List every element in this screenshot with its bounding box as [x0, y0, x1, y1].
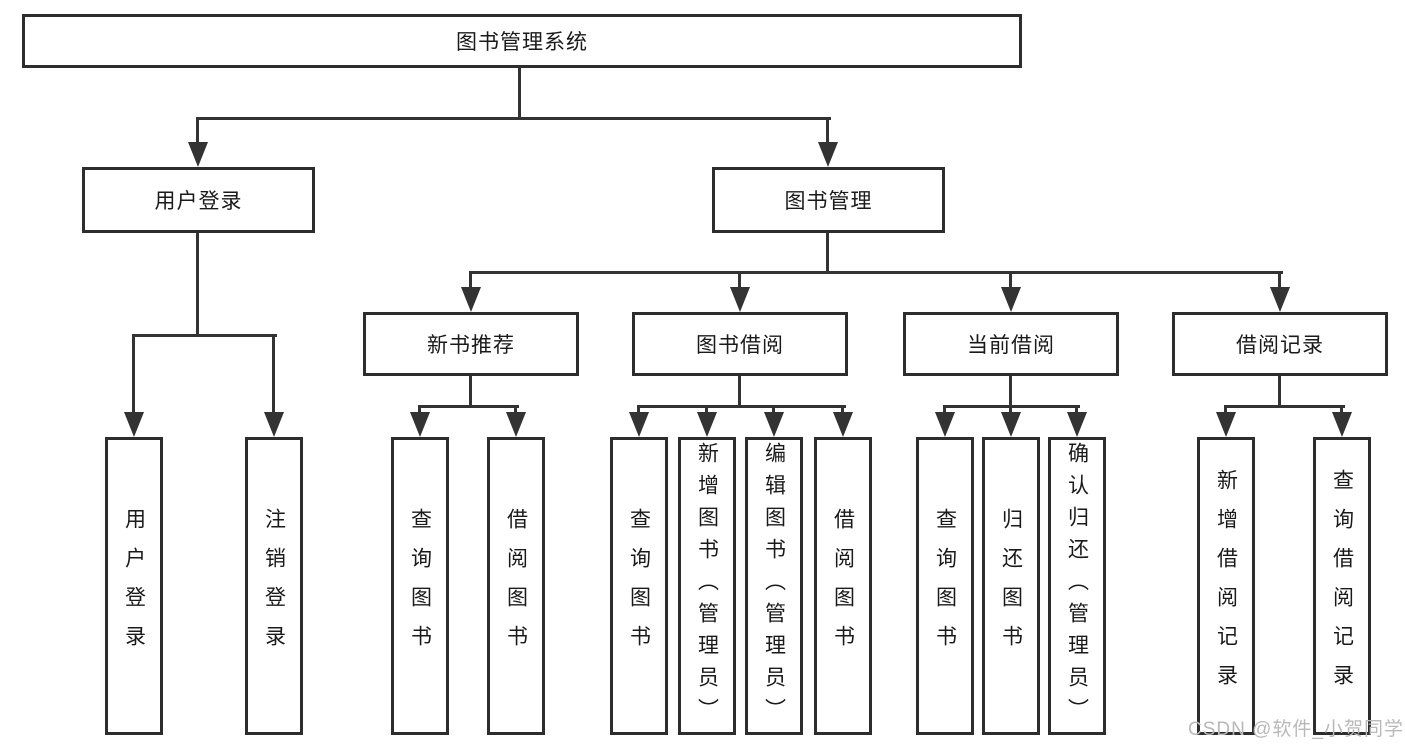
node-borrow-record: 借阅记录 — [1172, 312, 1388, 376]
connector-vline — [1224, 405, 1227, 417]
leaf-confirm-return-admin: 确认归还（管理员） — [1048, 437, 1106, 735]
arrowhead-down-icon — [1001, 412, 1021, 437]
leaf-label: 借阅图书 — [831, 508, 855, 664]
connector-vline — [637, 405, 640, 417]
connector-vline — [1075, 405, 1078, 417]
connector-vline — [1009, 374, 1012, 408]
leaf-label: 用户登录 — [122, 508, 146, 664]
leaf-label: 注销登录 — [262, 508, 286, 664]
connector-vline — [841, 405, 844, 417]
arrowhead-down-icon — [1270, 287, 1290, 312]
arrowhead-down-icon — [124, 412, 144, 437]
leaf-borrow-books: 借阅图书 — [487, 437, 545, 735]
arrowhead-down-icon — [1067, 412, 1087, 437]
connector-vline — [514, 405, 517, 417]
leaf-label: 归还图书 — [999, 508, 1023, 664]
arrowhead-down-icon — [629, 412, 649, 437]
connector-hline — [637, 405, 846, 408]
connector-vline — [518, 68, 521, 120]
node-library-management-system: 图书管理系统 — [22, 14, 1022, 68]
connector-vline — [1278, 271, 1281, 291]
node-label: 图书管理系统 — [456, 31, 588, 54]
arrowhead-down-icon — [410, 412, 430, 437]
leaf-borrow-books-2: 借阅图书 — [814, 437, 872, 735]
connector-vline — [826, 232, 829, 274]
arrowhead-down-icon — [818, 142, 838, 167]
leaf-label: 编辑图书（管理员） — [762, 442, 786, 730]
connector-vline — [1009, 405, 1012, 417]
connector-hline — [1224, 405, 1345, 408]
leaf-label: 查询图书 — [408, 508, 432, 664]
connector-vline — [772, 405, 775, 417]
connector-hline — [469, 271, 1283, 274]
connector-vline — [469, 271, 472, 291]
leaf-query-borrow-record: 查询借阅记录 — [1313, 437, 1371, 735]
node-label: 用户登录 — [154, 190, 243, 213]
leaf-label: 查询借阅记录 — [1330, 469, 1354, 703]
connector-hline — [418, 405, 519, 408]
node-book-borrow: 图书借阅 — [632, 312, 848, 376]
leaf-label: 新增图书（管理员） — [695, 442, 719, 730]
arrowhead-down-icon — [764, 412, 784, 437]
arrowhead-down-icon — [188, 142, 208, 167]
leaf-label: 查询图书 — [627, 508, 651, 664]
leaf-query-books-3: 查询图书 — [916, 437, 974, 735]
arrowhead-down-icon — [935, 412, 955, 437]
connector-vline — [196, 117, 199, 147]
leaf-label: 借阅图书 — [504, 508, 528, 664]
csdn-watermark: CSDN @软件_小贺同学 — [1188, 719, 1404, 740]
node-label: 图书管理 — [784, 190, 873, 213]
arrowhead-down-icon — [264, 412, 284, 437]
node-label: 图书借阅 — [696, 334, 784, 357]
arrowhead-down-icon — [1001, 287, 1021, 312]
connector-vline — [1278, 374, 1281, 408]
connector-vline — [132, 334, 135, 418]
leaf-query-books-2: 查询图书 — [610, 437, 668, 735]
node-label: 当前借阅 — [967, 334, 1055, 357]
leaf-label: 确认归还（管理员） — [1065, 442, 1089, 730]
connector-vline — [272, 334, 275, 418]
connector-vline — [1340, 405, 1343, 417]
leaf-label: 查询图书 — [933, 508, 957, 664]
connector-vline — [705, 405, 708, 417]
node-label: 借阅记录 — [1236, 334, 1324, 357]
arrowhead-down-icon — [1332, 412, 1352, 437]
connector-vline — [738, 374, 741, 408]
connector-hline — [943, 405, 1080, 408]
leaf-add-book-admin: 新增图书（管理员） — [678, 437, 736, 735]
leaf-query-books: 查询图书 — [391, 437, 449, 735]
arrowhead-down-icon — [833, 412, 853, 437]
connector-hline — [197, 117, 831, 120]
connector-vline — [738, 271, 741, 291]
leaf-edit-book-admin: 编辑图书（管理员） — [745, 437, 803, 735]
arrowhead-down-icon — [697, 412, 717, 437]
node-book-management: 图书管理 — [712, 167, 945, 233]
node-new-book-recommend: 新书推荐 — [363, 312, 579, 376]
connector-vline — [469, 374, 472, 408]
arrowhead-down-icon — [506, 412, 526, 437]
leaf-logout: 注销登录 — [245, 437, 303, 735]
arrowhead-down-icon — [1216, 412, 1236, 437]
leaf-label: 新增借阅记录 — [1214, 469, 1238, 703]
arrowhead-down-icon — [461, 287, 481, 312]
leaf-return-book: 归还图书 — [982, 437, 1040, 735]
node-current-borrow: 当前借阅 — [903, 312, 1119, 376]
connector-vline — [418, 405, 421, 417]
connector-vline — [943, 405, 946, 417]
leaf-user-login: 用户登录 — [105, 437, 163, 735]
node-user-login: 用户登录 — [82, 167, 315, 233]
leaf-add-borrow-record: 新增借阅记录 — [1197, 437, 1255, 735]
node-label: 新书推荐 — [427, 334, 515, 357]
arrowhead-down-icon — [730, 287, 750, 312]
connector-vline — [196, 232, 199, 337]
connector-hline — [132, 334, 277, 337]
connector-vline — [826, 117, 829, 147]
connector-vline — [1009, 271, 1012, 291]
